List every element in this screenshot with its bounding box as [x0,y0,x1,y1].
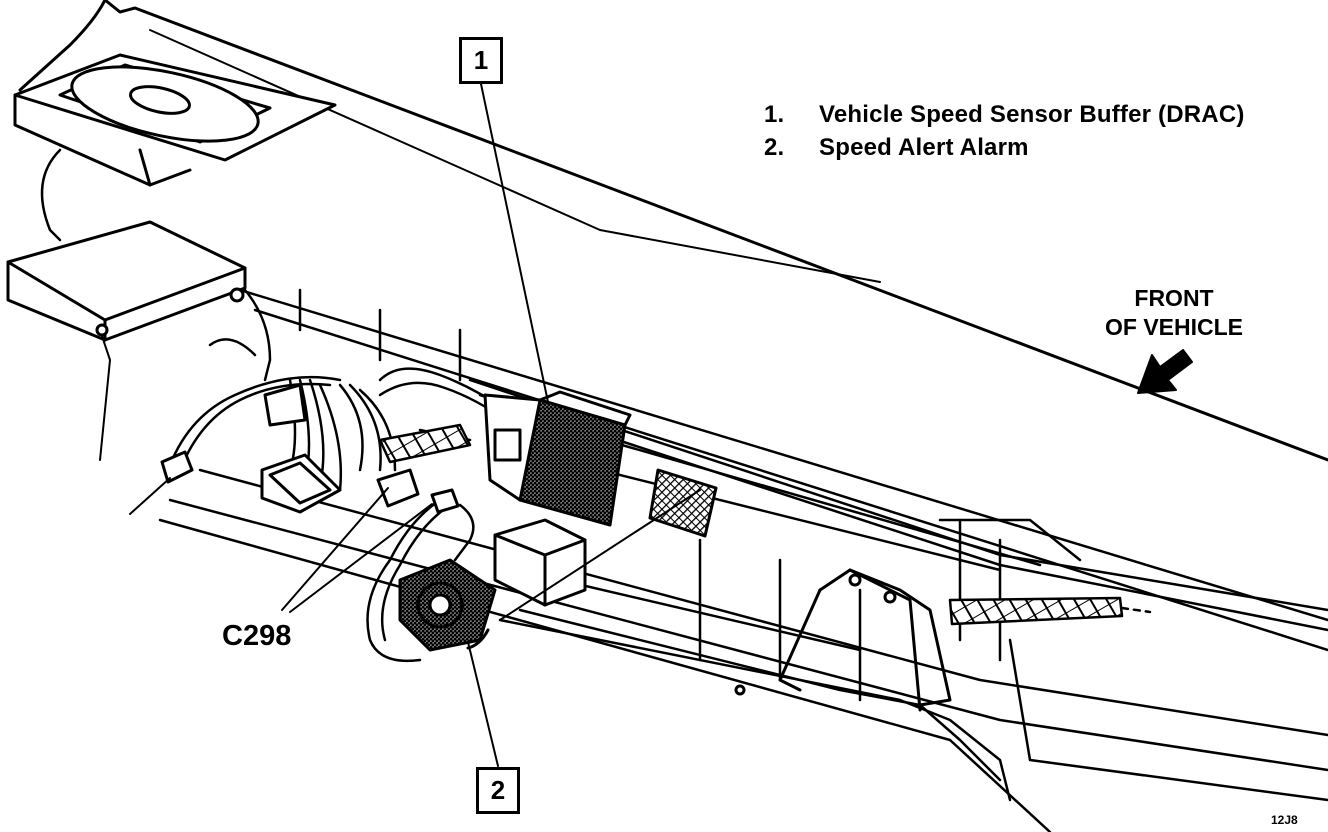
mounting-block [493,518,587,607]
legend-number: 2. [764,134,785,161]
mounting-bracket [734,568,952,712]
legend: 1. Vehicle Speed Sensor Buffer (DRAC) 2.… [764,98,1245,164]
front-arrow-icon [1137,349,1193,394]
c298-connectors [160,383,460,514]
callout-2-box: 2 [476,767,520,814]
callout-leaders [129,83,701,767]
legend-number: 1. [764,101,785,128]
speaker-assembly [13,53,337,187]
legend-item: 2. Speed Alert Alarm [764,131,1245,164]
legend-text: Speed Alert Alarm [819,134,1029,161]
hatched-vent [648,468,718,538]
legend-text: Vehicle Speed Sensor Buffer (DRAC) [819,101,1245,128]
callout-1-box: 1 [459,37,503,84]
dashboard-top [18,0,1328,462]
front-label-line1: FRONT [1134,285,1214,311]
figure-id: 12J8 [1271,813,1298,827]
connector-label: C298 [222,620,292,652]
twisted-conduit [378,423,1152,626]
left-module [6,220,247,461]
legend-item: 1. Vehicle Speed Sensor Buffer (DRAC) [764,98,1245,131]
front-of-vehicle-label: FRONT OF VEHICLE [1090,284,1258,342]
drac-module [483,390,632,527]
speed-alert-alarm [398,558,497,652]
front-label-line2: OF VEHICLE [1104,314,1243,340]
